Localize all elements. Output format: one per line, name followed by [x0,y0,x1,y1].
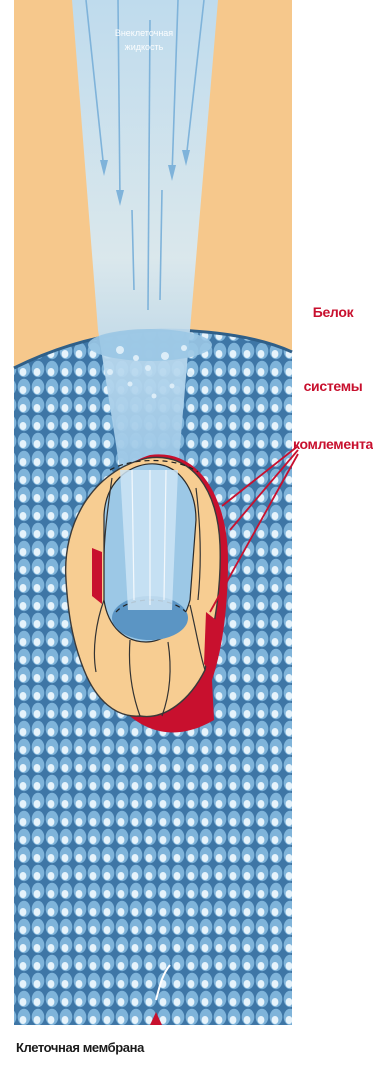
complement-protein-label-line3: комлемента [288,434,373,454]
complement-protein-label-line2: системы [288,376,373,396]
extracellular-fluid-label-line2: жидкость [104,40,184,54]
extracellular-fluid-label-line1: Внеклеточная [104,26,184,40]
cell-membrane-label: Клеточная мембрана [16,1040,144,1055]
complement-protein-label-line1: Белок [288,302,373,322]
